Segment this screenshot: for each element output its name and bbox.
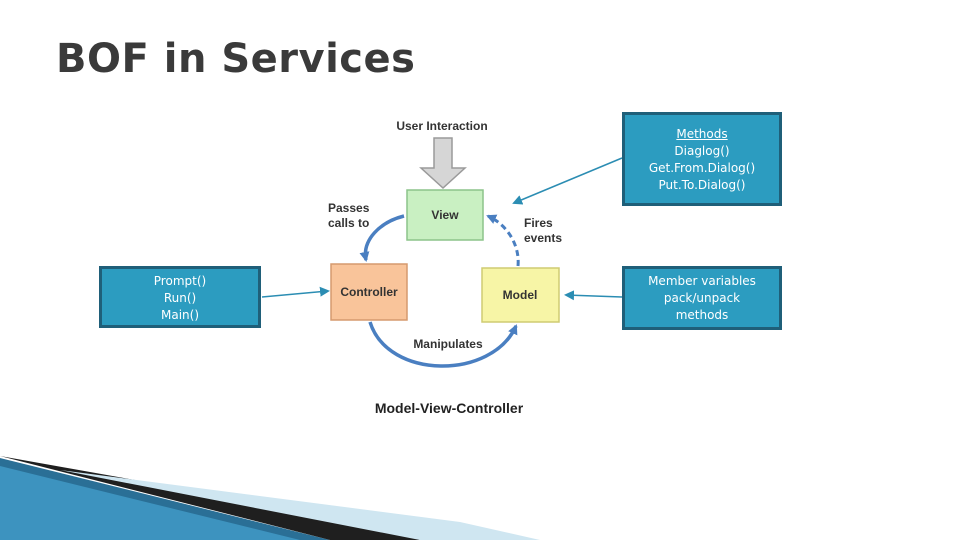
fires-label: Fires xyxy=(524,216,553,230)
methods-line: Get.From.Dialog() xyxy=(648,161,756,175)
controller-method-line: Main() xyxy=(160,308,199,322)
methods-line: Put.To.Dialog() xyxy=(658,178,746,192)
decorative-wedge xyxy=(0,456,540,540)
user-interaction-label: User Interaction xyxy=(396,119,487,133)
methods-line: Diaglog() xyxy=(674,144,730,158)
events-label: events xyxy=(524,231,562,245)
fires-events-arrow xyxy=(486,214,520,267)
methods-callout: Methods Diaglog() Get.From.Dialog() Put.… xyxy=(622,112,782,206)
manipulates-label: Manipulates xyxy=(413,337,483,351)
slide-title: BOF in Services xyxy=(56,36,416,82)
methods-connector xyxy=(512,157,623,205)
calls-to-label: calls to xyxy=(328,216,369,230)
view-box xyxy=(406,189,484,241)
manipulates-arrow xyxy=(368,321,518,368)
model-label: Model xyxy=(503,288,538,302)
controller-connector xyxy=(261,286,330,298)
diagram-caption: Model-View-Controller xyxy=(375,400,524,416)
controller-method-line: Run() xyxy=(163,291,197,305)
model-connector xyxy=(564,290,623,301)
model-box xyxy=(481,267,560,323)
controller-box xyxy=(330,263,408,321)
controller-label: Controller xyxy=(340,285,398,299)
model-member-line: methods xyxy=(675,308,729,322)
view-label: View xyxy=(431,208,459,222)
methods-heading: Methods xyxy=(676,127,728,141)
model-callout: Member variables pack/unpack methods xyxy=(622,266,782,330)
passes-calls-arrow xyxy=(359,214,405,262)
controller-callout: Prompt() Run() Main() xyxy=(99,266,261,328)
passes-label: Passes xyxy=(328,201,370,215)
controller-method-line: Prompt() xyxy=(153,274,207,288)
model-member-line: Member variables xyxy=(648,274,756,288)
user-input-arrow xyxy=(419,137,467,190)
model-member-line: pack/unpack xyxy=(663,291,741,305)
